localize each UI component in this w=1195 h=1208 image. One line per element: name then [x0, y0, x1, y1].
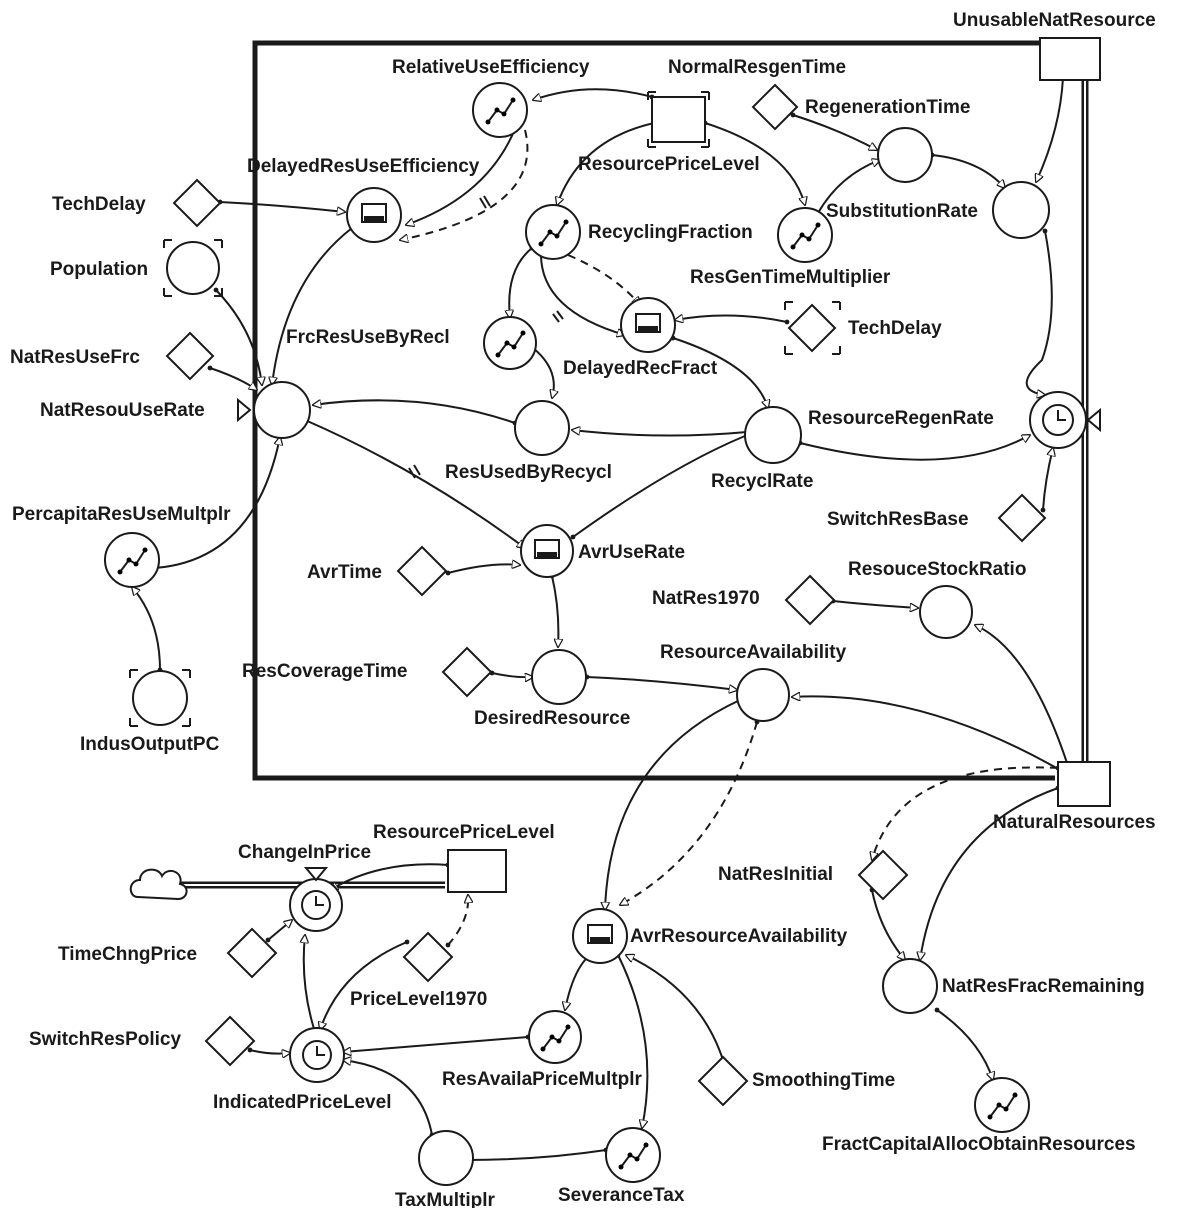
label-delayed-res-use-efficiency: DelayedResUseEfficiency — [247, 156, 480, 177]
label-frc-res-use-by-recl: FrcResUseByRecl — [286, 327, 450, 348]
const-switch-res-base[interactable] — [997, 493, 1047, 543]
aux-substitution-rate[interactable] — [992, 181, 1050, 239]
const-res-coverage-time[interactable] — [441, 646, 493, 698]
label-resource-price-level-bottom: ResourcePriceLevel — [373, 822, 555, 843]
smooth-avr-resource-availability[interactable] — [572, 908, 628, 964]
label-nat-res-frac-remaining: NatResFracRemaining — [942, 976, 1145, 997]
aux-desired-resource[interactable] — [531, 649, 587, 705]
label-nat-res-initial: NatResInitial — [718, 864, 833, 885]
aux-indus-output-pc[interactable] — [129, 669, 191, 727]
label-indicated-price-level: IndicatedPriceLevel — [213, 1092, 391, 1113]
const-time-chng-price[interactable] — [226, 927, 278, 979]
aux-nat-resou-use-rate[interactable] — [237, 381, 311, 439]
aux-resouce-stock-ratio[interactable] — [919, 585, 973, 639]
label-resource-availability: ResourceAvailability — [660, 642, 847, 663]
label-indus-output-pc: IndusOutputPC — [80, 734, 220, 755]
label-natural-resources: NaturalResources — [993, 812, 1156, 833]
label-resource-price-level-top: ResourcePriceLevel — [578, 154, 760, 175]
label-resouce-stock-ratio: ResouceStockRatio — [848, 559, 1026, 580]
label-switch-res-base: SwitchResBase — [827, 509, 969, 530]
smooth-avr-use-rate[interactable] — [520, 524, 574, 578]
lookup-relative-use-efficiency[interactable] — [472, 82, 528, 138]
label-avr-time: AvrTime — [307, 562, 382, 583]
const-tech-delay-left[interactable] — [172, 178, 222, 228]
const-smoothing-time[interactable] — [697, 1055, 749, 1107]
const-tech-delay-right[interactable] — [784, 301, 841, 355]
label-population: Population — [50, 259, 148, 280]
rate-indicated-price-level[interactable] — [289, 1027, 345, 1083]
lookup-recycling-fraction[interactable] — [525, 204, 581, 260]
label-avr-use-rate: AvrUseRate — [578, 542, 685, 563]
label-substitution-rate: SubstitutionRate — [826, 201, 978, 222]
lookup-frc-res-use-by-recl[interactable] — [483, 316, 537, 370]
rate-change-in-price[interactable] — [289, 867, 343, 932]
labels: UnusableNatResource RelativeUseEfficienc… — [10, 10, 1156, 1208]
label-time-chng-price: TimeChngPrice — [58, 944, 197, 965]
const-switch-res-policy[interactable] — [204, 1015, 256, 1067]
dashed-connectors — [400, 129, 1058, 945]
const-normal-resgen-time[interactable] — [751, 83, 799, 131]
label-nat-resou-use-rate: NatResouUseRate — [40, 400, 205, 421]
label-nat-res-1970: NatRes1970 — [652, 588, 760, 609]
aux-nat-res-frac-remaining[interactable] — [882, 958, 938, 1014]
const-nat-res-1970[interactable] — [784, 574, 836, 626]
label-regeneration-time: RegenerationTime — [805, 97, 970, 118]
label-res-gen-time-multiplier: ResGenTimeMultiplier — [690, 267, 891, 288]
lookup-fract-capital-alloc-obtain-resources[interactable] — [974, 1077, 1030, 1133]
delay-marks — [408, 195, 564, 479]
label-recycl-rate: RecyclRate — [711, 471, 813, 492]
aux-tax-multiplr[interactable] — [418, 1130, 474, 1186]
label-change-in-price: ChangeInPrice — [238, 842, 371, 863]
stock-resource-price-level-bottom[interactable] — [447, 849, 507, 893]
smooth-delayed-rec-fract[interactable] — [620, 297, 676, 353]
label-tech-delay-left: TechDelay — [52, 194, 146, 215]
smooth-delayed-res-use-efficiency[interactable] — [346, 187, 402, 243]
label-fract-capital-alloc-obtain-resources: FractCapitalAllocObtainResources — [822, 1134, 1136, 1155]
aux-population[interactable] — [163, 239, 223, 297]
label-percapita-res-use-multplr: PercapitaResUseMultplr — [12, 504, 231, 525]
label-price-level-1970: PriceLevel1970 — [350, 989, 487, 1010]
label-switch-res-policy: SwitchResPolicy — [29, 1029, 181, 1050]
label-resource-regen-rate: ResourceRegenRate — [808, 408, 994, 429]
label-smoothing-time: SmoothingTime — [752, 1070, 895, 1091]
rate-resource-regen-rate[interactable] — [1029, 391, 1101, 449]
stock-resource-price-level-top[interactable] — [647, 91, 710, 148]
label-res-used-by-recycl: ResUsedByRecycl — [445, 462, 612, 483]
lookup-severance-tax[interactable] — [605, 1127, 661, 1183]
label-relative-use-efficiency: RelativeUseEfficiency — [392, 57, 590, 78]
label-delayed-rec-fract: DelayedRecFract — [563, 358, 718, 379]
label-res-availa-price-multplr: ResAvailaPriceMultplr — [442, 1069, 643, 1090]
label-nat-res-use-frc: NatResUseFrc — [10, 347, 140, 368]
stock-natural-resources[interactable] — [1057, 761, 1111, 807]
label-avr-resource-availability: AvrResourceAvailability — [630, 926, 848, 947]
label-normal-resgen-time: NormalResgenTime — [668, 57, 846, 78]
label-tech-delay-right: TechDelay — [848, 318, 942, 339]
lookup-res-availa-price-multplr[interactable] — [528, 1010, 582, 1064]
cloud-source-icon — [129, 868, 188, 901]
label-recycling-fraction: RecyclingFraction — [588, 222, 753, 243]
label-tax-multiplr: TaxMultiplr — [395, 1190, 496, 1208]
stock-unusable-nat-resource[interactable] — [1039, 37, 1101, 81]
aux-resource-availability[interactable] — [736, 668, 790, 722]
aux-regeneration-rate[interactable] — [877, 127, 933, 183]
const-avr-time[interactable] — [396, 545, 448, 597]
label-res-coverage-time: ResCoverageTime — [242, 661, 407, 682]
const-price-level-1970[interactable] — [402, 931, 454, 983]
const-nat-res-initial[interactable] — [857, 849, 909, 901]
label-unusable-nat-resource: UnusableNatResource — [953, 10, 1156, 31]
lookup-percapita-res-use-multplr[interactable] — [104, 532, 160, 588]
label-severance-tax: SeveranceTax — [558, 1185, 685, 1206]
connectors — [132, 78, 1068, 1160]
const-nat-res-use-frc[interactable] — [165, 331, 215, 381]
aux-recycl-rate[interactable] — [744, 406, 802, 464]
lookup-res-gen-time-multiplier[interactable] — [777, 207, 833, 263]
label-desired-resource: DesiredResource — [474, 708, 630, 729]
aux-res-used-by-recycl[interactable] — [514, 400, 570, 456]
